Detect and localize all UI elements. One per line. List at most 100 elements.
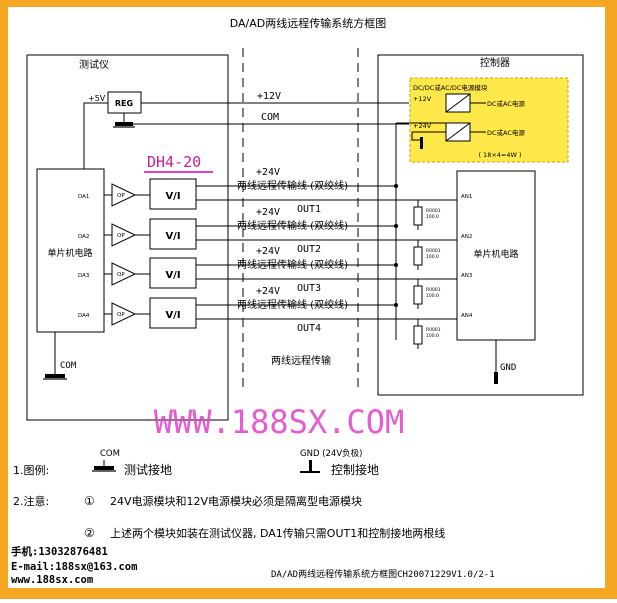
legend-control-ground-text: 控制接地 (331, 462, 379, 477)
controller-box (377, 54, 584, 396)
isolator-2-slash (445, 122, 471, 142)
da-label-3: DA3 (78, 273, 90, 279)
plus-junction-1 (394, 184, 398, 188)
note1-mark: ① (84, 494, 95, 508)
channel-line-label-2: 两线远程传输线 (双绞线) (237, 219, 348, 232)
ain-label-4: AN4 (461, 313, 473, 319)
op-amp-label-3: OP (117, 272, 125, 278)
controller-mcu-label: 单片机电路 (473, 248, 518, 260)
tester-mcu-label: 单片机电路 (47, 247, 92, 259)
note2-mark: ② (84, 526, 95, 540)
module-ground-icon (420, 137, 423, 149)
channel-24v-label-4: +24V (256, 286, 280, 297)
channel-out-label-3: OUT3 (297, 283, 321, 294)
notes-label: 2.注意: (13, 494, 49, 508)
channel-24v-label-1: +24V (256, 167, 280, 178)
legend-test-ground-text: 测试接地 (124, 462, 172, 477)
controller-label: 控制器 (480, 56, 510, 69)
legend-gnd-label: GND (24V负极) (300, 448, 362, 459)
tester-ground-hatch (43, 378, 67, 380)
op-amp-2 (111, 223, 137, 247)
isolator-1-slash (445, 93, 471, 113)
vi-label-1: V/I (165, 191, 180, 202)
plus-junction-4 (394, 303, 398, 307)
contact-web: www.188sx.com (11, 574, 93, 586)
legend-test-ground-icon (94, 466, 114, 470)
module-ground-wire (411, 132, 420, 141)
resistor-id-3: R0001 (426, 287, 441, 293)
vi-label-3: V/I (165, 270, 180, 281)
power-module-12v: +12V (413, 95, 432, 103)
watermark-text: WWW.188SX.COM (154, 403, 404, 441)
da-label-4: DA4 (78, 313, 90, 319)
legend-control-ground-icon (309, 460, 312, 472)
footer-text: DA/AD两线远程传输系统方框图CH20071229V1.0/2-1 (271, 568, 495, 580)
op-amp-3 (111, 262, 137, 286)
reg-label: REG (115, 99, 133, 108)
op-amp-label-1: OP (117, 193, 125, 199)
vi-block-3 (149, 257, 197, 289)
bus-12v-label: +12V (257, 91, 281, 102)
resistor-value-4: 100.0 (426, 333, 439, 339)
vi-label-4: V/I (165, 310, 180, 321)
tester-com-label: COM (60, 361, 77, 371)
note1-text: 24V电源模块和12V电源模块必须是隔离型电源模块 (110, 494, 362, 508)
tester-ground-icon (45, 374, 65, 378)
controller-mcu-block (456, 170, 536, 341)
tester-mcu-block (36, 168, 105, 333)
da-label-2: DA2 (78, 234, 89, 240)
vi-block-4 (149, 297, 197, 329)
diagram-title: DA/AD两线远程传输系统方框图 (230, 16, 387, 30)
power-module-title: DC/DC或AC/DC电源模块 (413, 83, 488, 92)
model-label: DH4-20 (147, 153, 201, 171)
channel-out-label-2: OUT2 (297, 244, 321, 255)
reg-ground-hatch (113, 126, 135, 128)
vi-block-2 (149, 218, 197, 250)
channel-line-label-3: 两线远程传输线 (双绞线) (237, 258, 348, 271)
plus-junction-3 (394, 263, 398, 267)
resistor-1 (413, 206, 423, 226)
plus-junction-2 (394, 224, 398, 228)
controller-gnd-label: GND (500, 363, 516, 373)
op-amp-1 (111, 183, 137, 207)
resistor-id-2: R0001 (426, 248, 441, 254)
power-module-out1: DC或AC电源 (487, 99, 525, 108)
resistor-4 (413, 325, 423, 345)
controller-ground-icon (494, 372, 498, 384)
vcc-wire (83, 102, 108, 169)
op-amp-label-4: OP (117, 312, 125, 318)
remote-label: 两线远程传输 (271, 354, 331, 367)
power-module-note: ( 18×4=4W ) (478, 151, 521, 159)
channel-24v-label-2: +24V (256, 207, 280, 218)
vcc-label: +5V (88, 94, 106, 103)
bus-com-label: COM (261, 112, 279, 123)
resistor-value-2: 100.0 (426, 254, 439, 260)
da-label-1: DA1 (78, 194, 89, 200)
note2-text: 上述两个模块如装在测试仪器, DA1传输只需OUT1和控制接地两根线 (110, 526, 445, 540)
vi-label-2: V/I (165, 231, 180, 242)
vi-block-1 (149, 178, 197, 210)
op-amp-4 (111, 302, 137, 326)
resistor-id-4: R0001 (426, 327, 441, 333)
ain-label-1: AN1 (461, 194, 472, 200)
resistor-3 (413, 285, 423, 305)
contact-phone: 手机:13032876481 (11, 545, 108, 558)
power-module-block (409, 77, 569, 163)
channel-out-label-4: OUT4 (297, 323, 321, 334)
channel-line-label-4: 两线远程传输线 (双绞线) (237, 298, 348, 311)
ain-label-3: AN3 (461, 273, 473, 279)
channel-out-label-1: OUT1 (297, 204, 321, 215)
resistor-value-1: 100.0 (426, 214, 439, 220)
resistor-value-3: 100.0 (426, 293, 439, 299)
channel-line-label-1: 两线远程传输线 (双绞线) (237, 179, 348, 192)
tester-label: 测试仪 (79, 58, 109, 71)
resistor-2 (413, 246, 423, 266)
channel-24v-label-3: +24V (256, 246, 280, 257)
legend-item1-label: 1.图例: (13, 463, 49, 477)
power-module-24v: +24V (413, 122, 432, 130)
op-amp-label-2: OP (117, 233, 125, 239)
legend-com-label: COM (100, 449, 120, 459)
legend-test-ground-hatch (92, 470, 116, 472)
